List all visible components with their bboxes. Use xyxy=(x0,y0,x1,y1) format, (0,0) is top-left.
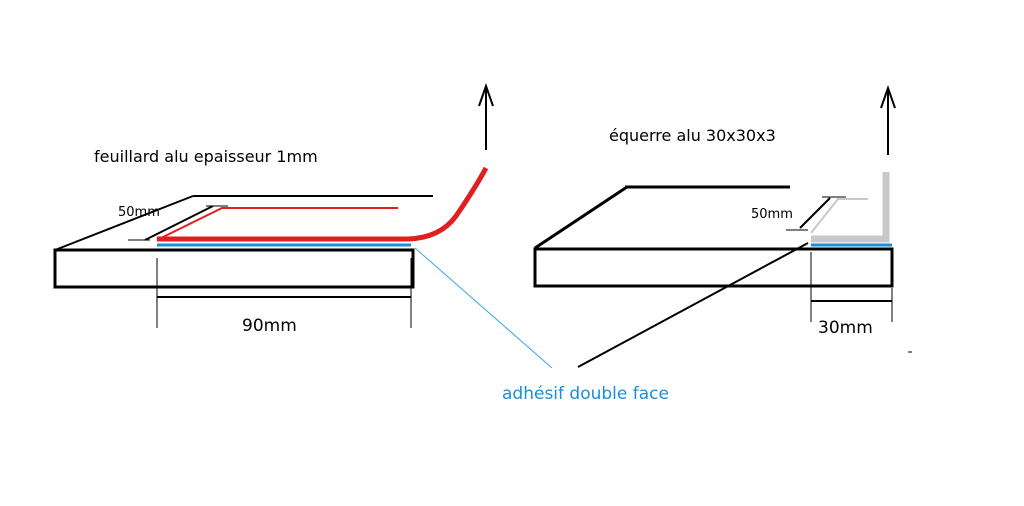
right-board-front xyxy=(533,247,894,288)
adhesive-label: adhésif double face xyxy=(502,384,669,404)
left-strip-main xyxy=(157,166,489,242)
right-title: équerre alu 30x30x3 xyxy=(609,126,776,145)
left-depth-dimension-line xyxy=(144,205,214,241)
left-diagram: 50mm 90mm feuillard alu epaisseur 1mm xyxy=(53,82,494,336)
right-angle-profile xyxy=(811,172,890,243)
right-depth-dimension-line xyxy=(799,197,831,229)
left-title: feuillard alu epaisseur 1mm xyxy=(94,147,318,166)
right-depth-label: 50mm xyxy=(751,207,793,222)
right-board-top-left-edge xyxy=(534,185,628,250)
right-width-label: 30mm xyxy=(818,318,873,338)
left-width-label: 90mm xyxy=(242,316,297,336)
right-diagram: 50mm 30mm équerre alu 30x30x3 xyxy=(533,84,912,353)
left-board-front xyxy=(53,248,415,289)
left-strip-top-edge xyxy=(156,207,398,241)
right-angle-top-edge xyxy=(810,198,868,234)
left-depth-label: 50mm xyxy=(118,205,160,220)
left-board-top-left-edge xyxy=(54,195,194,251)
adhesive-callout: adhésif double face xyxy=(414,242,809,404)
adhesive-leader-blue xyxy=(414,247,553,369)
right-pull-arrow-head xyxy=(880,84,896,109)
adhesive-leader-black xyxy=(577,242,809,368)
left-pull-arrow-head xyxy=(478,82,494,107)
